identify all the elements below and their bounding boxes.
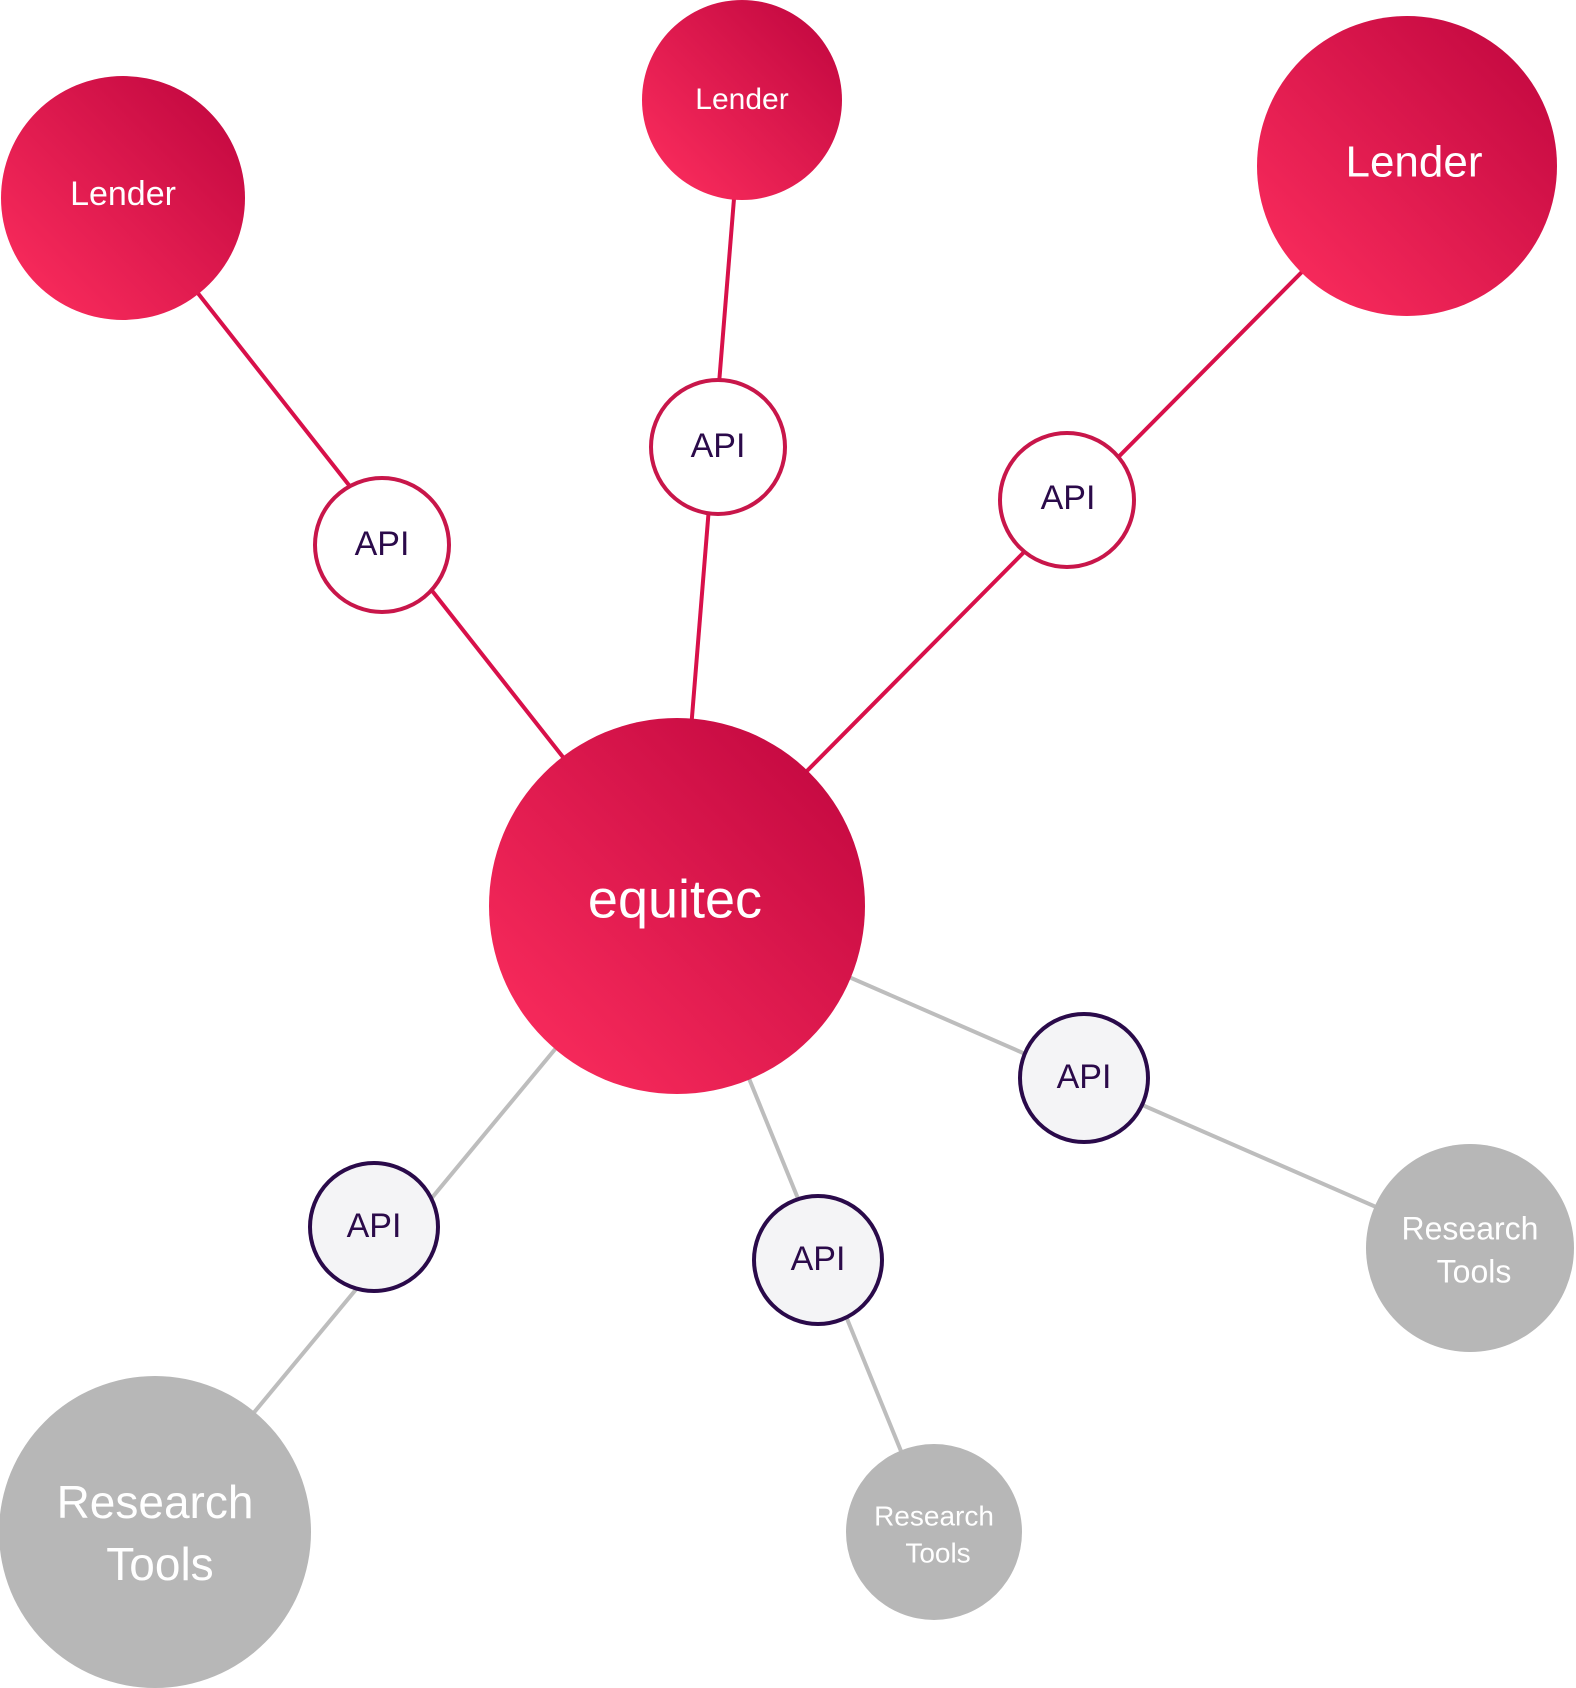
- research-tools-label-line1: Research: [1402, 1210, 1539, 1246]
- research-tools-label-line2: Tools: [1437, 1253, 1512, 1289]
- api-label: API: [1041, 479, 1096, 517]
- api-circle: [998, 431, 1136, 569]
- research-tools-circle: [1366, 1144, 1574, 1352]
- lender-circle: [642, 0, 842, 200]
- api-node-research-2: API: [752, 1194, 884, 1326]
- research-tools-circle: [846, 1444, 1022, 1620]
- lender-node-2: Lender: [642, 0, 842, 200]
- lender-circle: [1257, 16, 1557, 316]
- api-label: API: [347, 1207, 402, 1245]
- api-node-research-3: API: [1018, 1012, 1150, 1144]
- api-node-lender-3: API: [998, 431, 1136, 569]
- lender-label: Lender: [70, 175, 176, 213]
- api-label: API: [355, 525, 410, 563]
- api-circle: [752, 1194, 884, 1326]
- lender-node-1: Lender: [1, 76, 245, 320]
- research-tools-circle: [0, 1376, 311, 1688]
- api-circle: [308, 1161, 440, 1293]
- api-node-lender-1: API: [313, 476, 451, 614]
- lender-label: Lender: [695, 83, 788, 116]
- research-tools-node-2: Research Tools: [846, 1444, 1022, 1620]
- api-node-research-1: API: [308, 1161, 440, 1293]
- api-label: API: [1057, 1058, 1112, 1096]
- api-circle: [313, 476, 451, 614]
- hub-circle: [489, 718, 865, 1094]
- research-tools-label-line1: Research: [874, 1500, 994, 1531]
- hub-node: equitec: [489, 718, 865, 1094]
- api-label: API: [691, 427, 746, 465]
- research-tools-node-1: Research Tools: [0, 1376, 311, 1688]
- lender-node-3: Lender: [1257, 16, 1557, 316]
- research-tools-label-line1: Research: [57, 1476, 254, 1528]
- research-tools-node-3: Research Tools: [1366, 1144, 1574, 1352]
- research-tools-label-line2: Tools: [106, 1538, 213, 1590]
- api-circle: [649, 378, 787, 516]
- api-node-lender-2: API: [649, 378, 787, 516]
- research-tools-label-line2: Tools: [905, 1537, 970, 1568]
- lender-circle: [1, 76, 245, 320]
- lender-label: Lender: [1345, 138, 1482, 187]
- hub-label: equitec: [588, 869, 762, 929]
- api-circle: [1018, 1012, 1150, 1144]
- api-label: API: [791, 1240, 846, 1278]
